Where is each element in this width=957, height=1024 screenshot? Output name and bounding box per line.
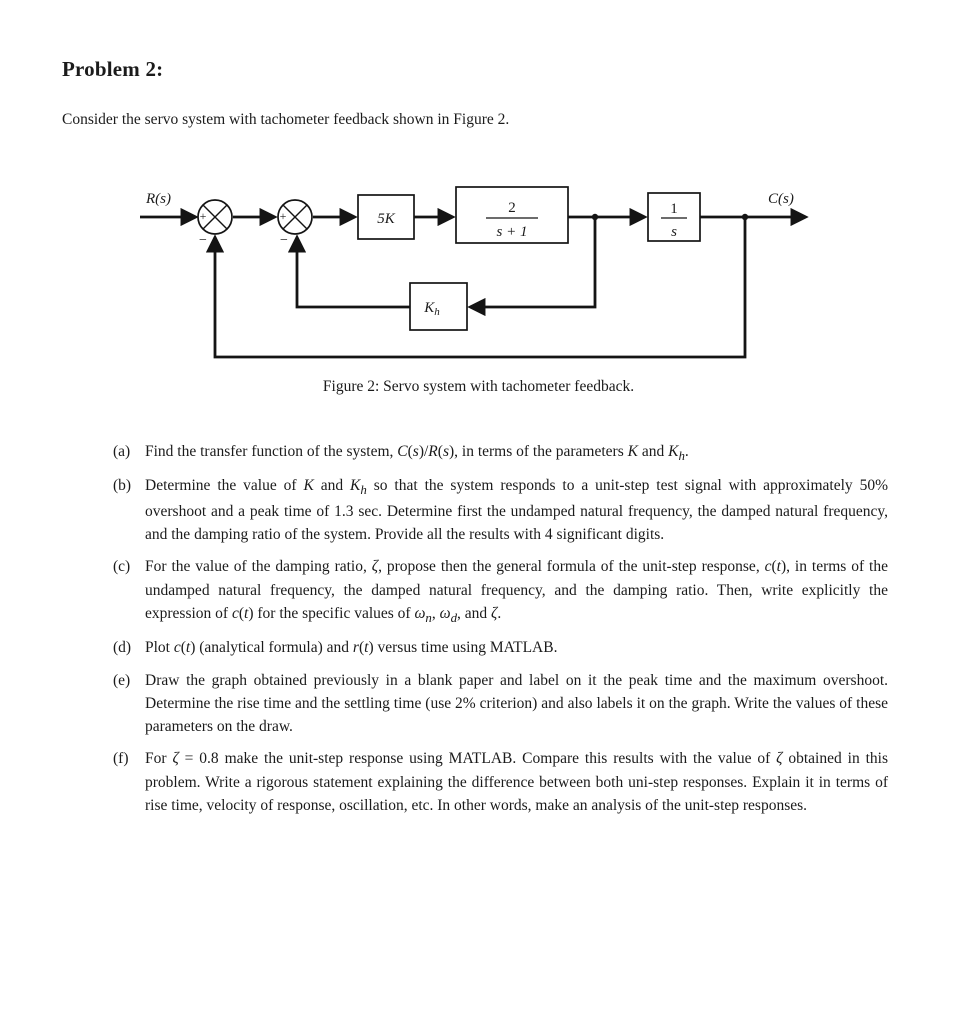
item-label: (f) — [113, 750, 129, 768]
list-item-f: (f) For ζ = 0.8 make the unit-step respo… — [113, 747, 888, 817]
list-item-a: (a) Find the transfer function of the sy… — [113, 440, 888, 465]
plant-denominator: s + 1 — [497, 224, 528, 240]
problem-item-list: (a) Find the transfer function of the sy… — [62, 440, 888, 817]
item-label: (a) — [113, 443, 131, 460]
list-item-d: (d) Plot c(t) (analytical formula) and r… — [113, 636, 888, 659]
integrator-block: 1 s — [647, 191, 701, 242]
output-label: C(s) — [768, 191, 794, 207]
gain-label: 5K — [377, 211, 396, 227]
list-item-c: (c) For the value of the damping ratio, … — [113, 555, 888, 627]
item-text: Determine the value of K and Kh so that … — [145, 477, 888, 544]
problem-title: Problem 2: — [62, 57, 164, 81]
summing-junction-2: + − — [277, 198, 313, 248]
feedback-path-into-tachometer — [467, 216, 597, 316]
item-label: (c) — [113, 558, 131, 576]
plant-numerator: 2 — [508, 200, 516, 216]
item-text: Plot c(t) (analytical formula) and r(t) … — [145, 639, 558, 657]
figure-2: R(s) + − + − — [0, 175, 957, 398]
block-diagram: R(s) + − + − — [140, 185, 809, 359]
feedback-path-tachometer-to-sum2 — [287, 234, 410, 309]
sum2-minus-sign: − — [280, 233, 288, 248]
summing-junction-1: + − — [197, 198, 233, 248]
list-item-b: (b) Determine the value of K and Kh so t… — [113, 474, 888, 546]
item-text: Find the transfer function of the system… — [145, 443, 689, 464]
intro-text: Consider the servo system with tachomete… — [62, 110, 510, 128]
gain-block: 5K — [357, 193, 415, 240]
item-label: (b) — [113, 477, 132, 495]
tachometer-block: Kh — [409, 281, 468, 331]
input-label: R(s) — [145, 191, 171, 207]
item-text: Draw the graph obtained previously in a … — [145, 671, 888, 736]
tachometer-label: Kh — [423, 300, 440, 318]
figure-caption: Figure 2: Servo system with tachometer f… — [322, 377, 635, 395]
integrator-numerator: 1 — [670, 201, 678, 217]
item-text: For the value of the damping ratio, ζ, p… — [145, 558, 888, 626]
item-label: (d) — [113, 639, 132, 657]
sum1-plus-sign: + — [200, 209, 207, 223]
integrator-denominator: s — [671, 224, 677, 240]
sum1-minus-sign: − — [199, 233, 207, 248]
input-signal: R(s) — [140, 191, 199, 226]
sum2-plus-sign: + — [280, 209, 287, 223]
output-signal: C(s) — [700, 191, 809, 226]
item-label: (e) — [113, 671, 131, 689]
list-item-e: (e) Draw the graph obtained previously i… — [113, 669, 888, 739]
plant-block: 2 s + 1 — [455, 185, 569, 244]
feedback-path-outer — [205, 216, 747, 359]
item-text: For ζ = 0.8 make the unit-step response … — [145, 750, 888, 814]
